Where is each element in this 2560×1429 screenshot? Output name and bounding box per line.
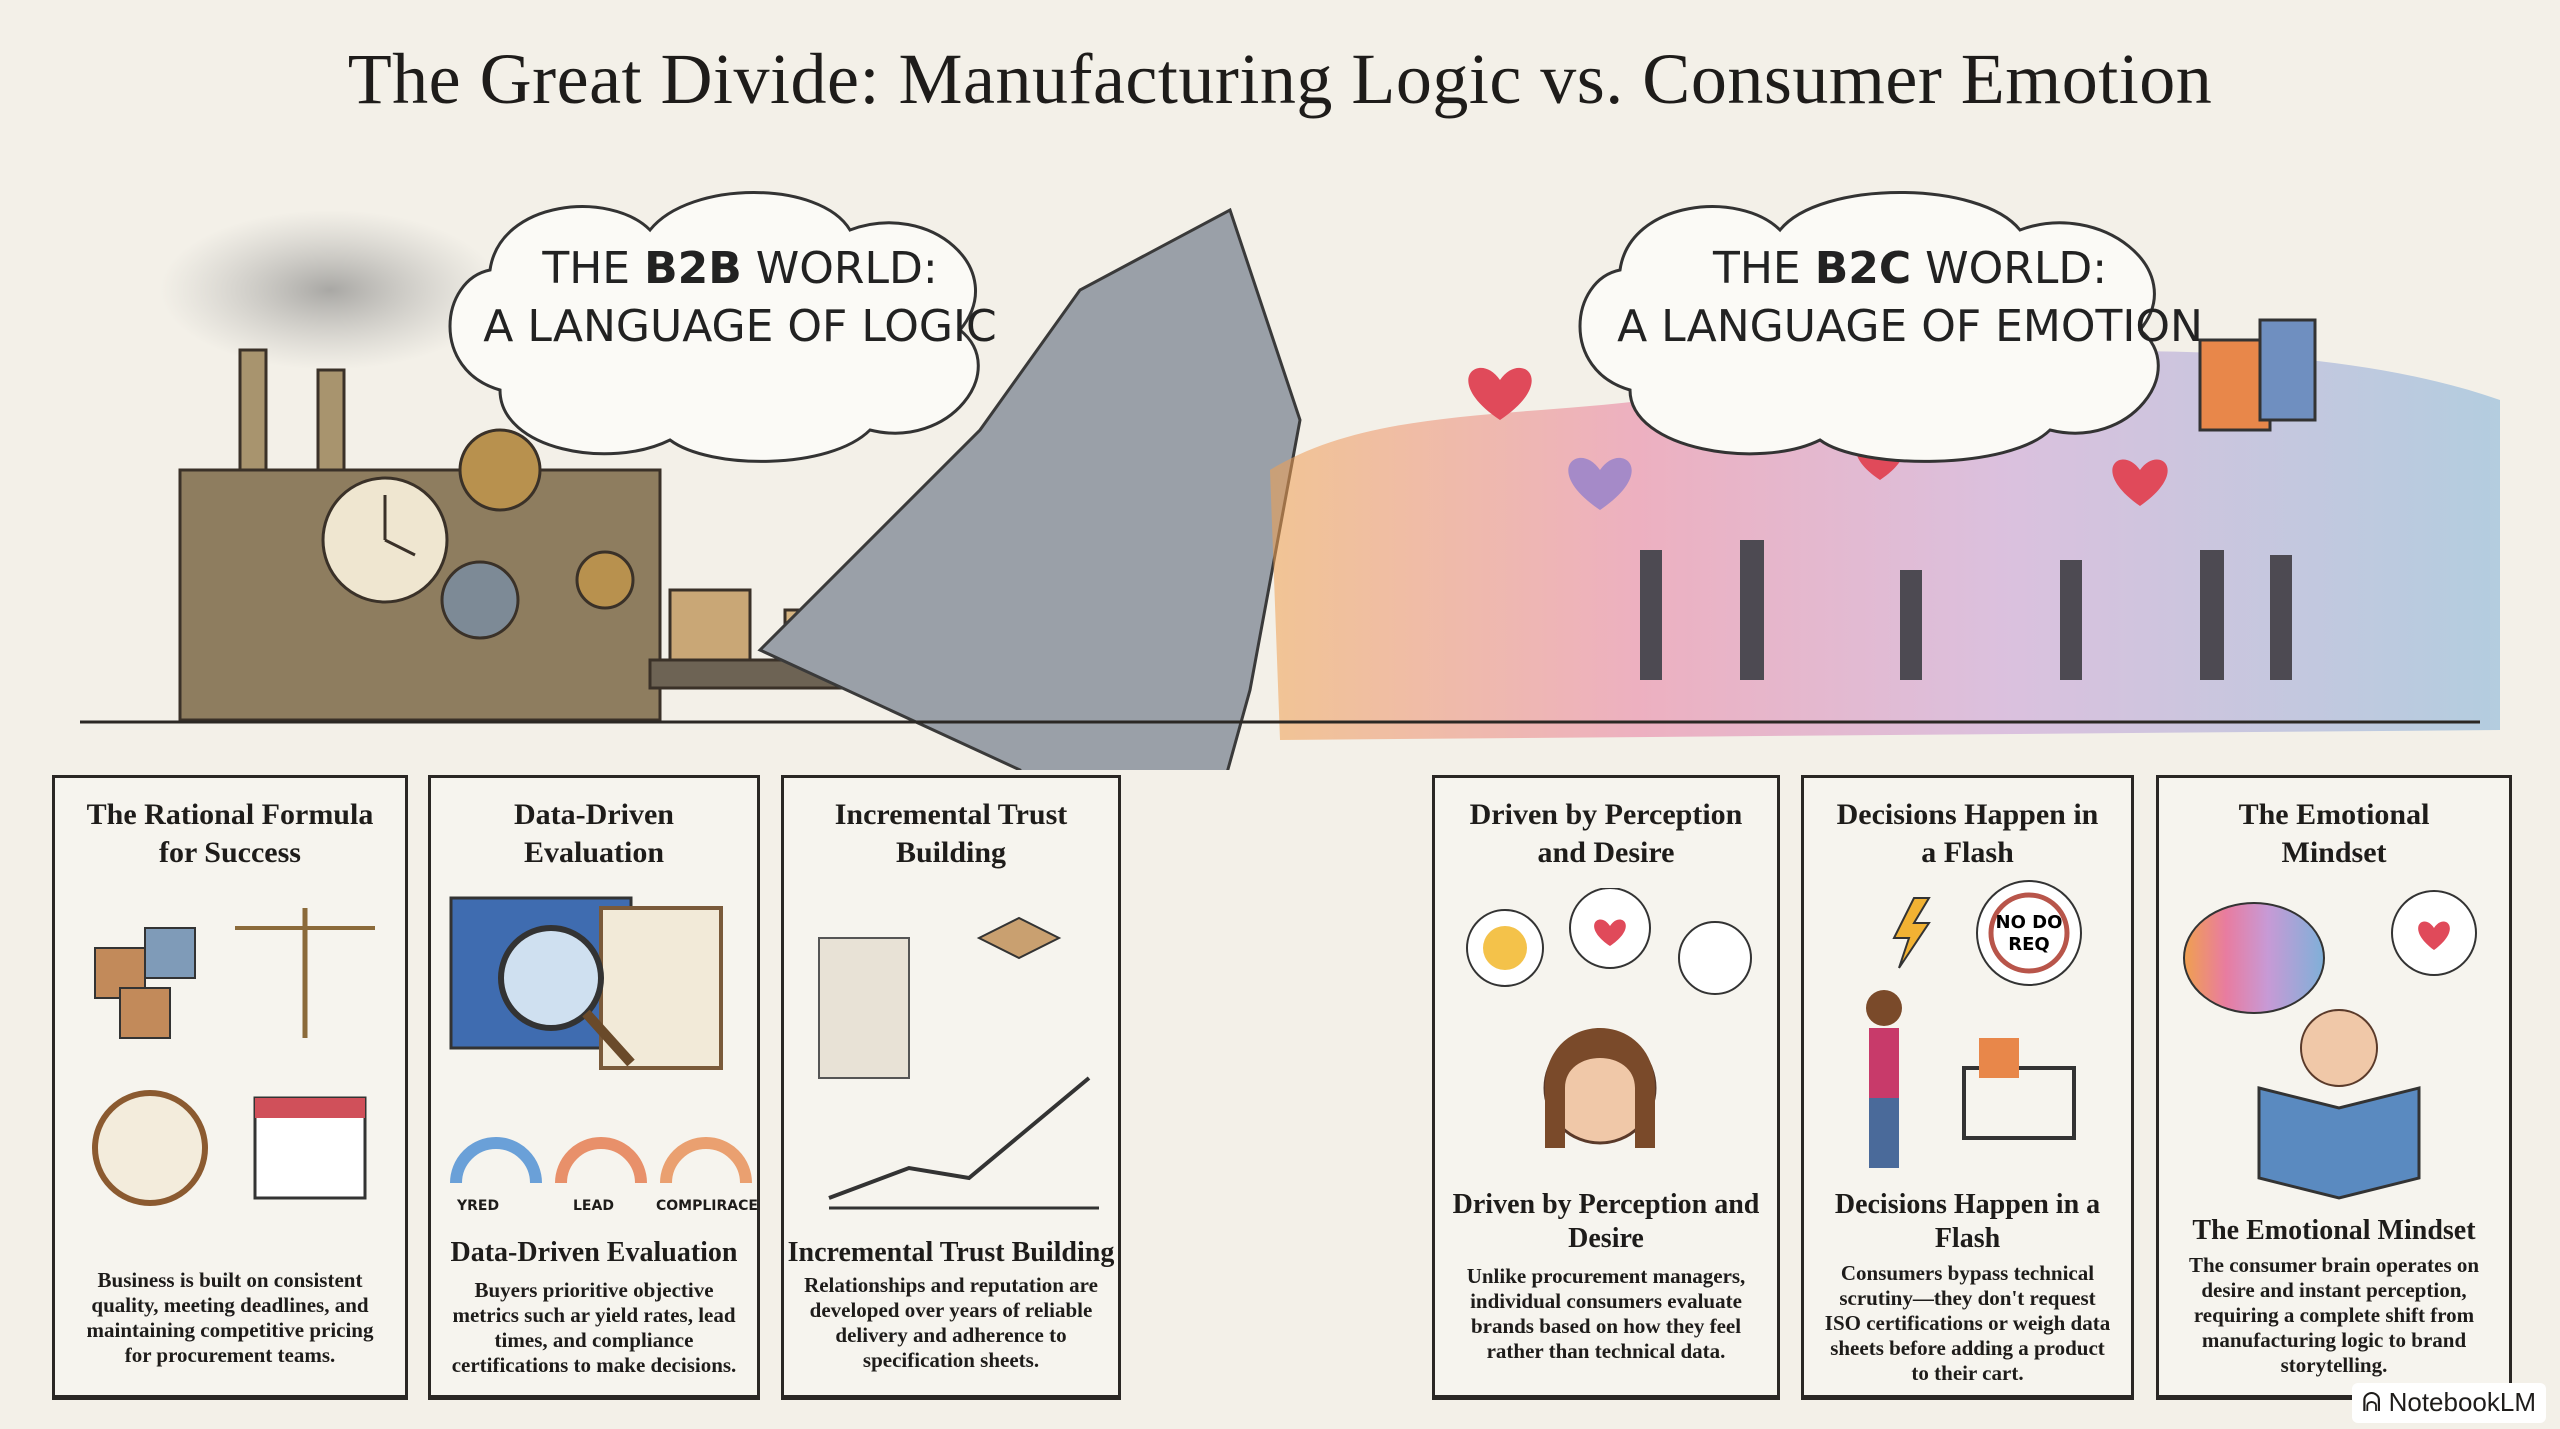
notebooklm-badge: ᕱ NotebookLM <box>2352 1383 2546 1423</box>
scales-cubes-clock-calendar-icon <box>92 908 375 1206</box>
gauge-label: YRED <box>457 1198 500 1214</box>
b2c-heading-post: WORLD: <box>1911 243 2108 294</box>
no-iso-sign-line2: REQ <box>2008 934 2049 955</box>
card-body: Consumers bypass technical scrutiny—they… <box>1824 1261 2111 1385</box>
gauges <box>450 1137 752 1184</box>
card-perception-desire: Driven by Perception and Desire Driven b… <box>1432 775 1780 1400</box>
gauge-yield <box>450 1137 542 1184</box>
card-title: Data-Driven Evaluation <box>514 798 674 869</box>
b2c-heading: THE B2C WORLD: A LANGUAGE OF EMOTION <box>1600 240 2220 356</box>
card-subtitle: Decisions Happen in a Flash <box>1834 1189 2101 1254</box>
card-body: The consumer brain operates on desire an… <box>2188 1253 2480 1377</box>
b2b-heading-post: WORLD: <box>741 243 938 294</box>
b2b-heading-bold: B2B <box>644 243 742 294</box>
card-rational-formula: The Rational Formula for Success Busines… <box>52 775 408 1400</box>
shoppers <box>1640 540 2292 680</box>
card-trust-building: Incremental Trust Building Incremental T… <box>781 775 1121 1400</box>
gauge-compliance <box>660 1137 752 1184</box>
card-subtitle: Data-Driven Evaluation <box>450 1237 738 1268</box>
card-body: Buyers prioritive objective metrics such… <box>451 1278 737 1377</box>
card-body: Business is built on consistent quality,… <box>86 1268 374 1367</box>
b2c-heading-bold: B2C <box>1814 243 1912 294</box>
b2c-cloud <box>1578 191 2160 463</box>
card-body: Relationships and reputation are develop… <box>804 1273 1098 1372</box>
b2b-cloud <box>448 191 980 463</box>
card-title: Decisions Happen in a Flash <box>1836 798 2099 869</box>
handshake-documents-growth-icon <box>818 916 1099 1210</box>
brain-book-icon <box>2183 890 2477 1200</box>
b2c-heading-pre: THE <box>1712 243 1815 294</box>
notebooklm-logo-icon: ᕱ <box>2362 1387 2389 1417</box>
smoke <box>160 210 500 370</box>
divide-illustration <box>80 191 2500 770</box>
page-title: The Great Divide: Manufacturing Logic vs… <box>347 39 2213 119</box>
card-decisions-flash: Decisions Happen in a Flash NO DO REQ De… <box>1801 775 2134 1400</box>
card-title: The Rational Formula for Success <box>86 798 374 869</box>
woman-thoughts-icon <box>1466 888 1752 1148</box>
b2b-heading: THE B2B WORLD: A LANGUAGE OF LOGIC <box>470 240 1010 356</box>
gauge-label: LEAD <box>573 1198 614 1214</box>
no-iso-sign-line1: NO DO <box>1996 912 2063 933</box>
city-watercolor <box>1270 351 2500 740</box>
b2b-heading-pre: THE <box>542 243 645 294</box>
badge-label: NotebookLM <box>2388 1387 2536 1417</box>
gauge-label: COMPLIRACE <box>656 1198 758 1214</box>
card-emotional-mindset: The Emotional Mindset The Emotional Mind… <box>2156 775 2512 1400</box>
card-data-driven: Data-Driven Evaluation YRED LEAD COMPLIR… <box>428 775 760 1400</box>
magnifier-checklist-icon <box>449 896 723 1070</box>
shopping-bags-icon <box>2198 318 2317 432</box>
heart-icons <box>1468 367 2168 510</box>
card-subtitle: Incremental Trust Building <box>787 1237 1115 1268</box>
lightning-icon <box>1892 897 1931 969</box>
gauge-lead <box>555 1137 647 1184</box>
card-subtitle: Driven by Perception and Desire <box>1452 1189 1760 1254</box>
card-subtitle: The Emotional Mindset <box>2192 1215 2476 1246</box>
card-title: Incremental Trust Building <box>834 798 1068 869</box>
b2b-heading-line2: A LANGUAGE OF LOGIC <box>483 301 997 352</box>
card-body: Unlike procurement managers, individual … <box>1466 1264 1746 1363</box>
card-title: Driven by Perception and Desire <box>1469 798 1743 869</box>
shopper-cart-icon: NO DO REQ <box>1866 880 2082 1168</box>
b2c-heading-line2: A LANGUAGE OF EMOTION <box>1617 301 2203 352</box>
card-title: The Emotional Mindset <box>2238 798 2430 869</box>
